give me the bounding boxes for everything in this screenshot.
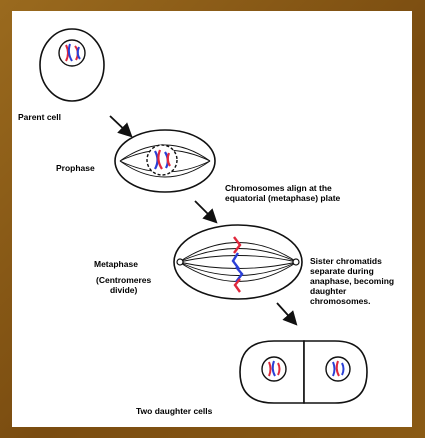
- label-parent-cell: Parent cell: [18, 112, 61, 122]
- label-chromosomes-align: Chromosomes align at the equatorial (met…: [225, 183, 340, 203]
- label-metaphase: Metaphase: [94, 259, 138, 269]
- parent-cell: [40, 29, 104, 101]
- left-centrosome: [177, 259, 183, 265]
- arrow-metaphase-to-daughters: [277, 303, 295, 323]
- diagram-drawing: [12, 11, 412, 427]
- arrow-parent-to-prophase: [110, 116, 130, 135]
- label-two-daughter-cells: Two daughter cells: [136, 406, 212, 416]
- mitosis-diagram: Parent cell Prophase Chromosomes align a…: [12, 11, 412, 427]
- label-centromeres-divide: (Centromeres divide): [96, 275, 151, 295]
- prophase-nucleus: [147, 145, 177, 175]
- prophase-cell: [115, 130, 215, 192]
- right-centrosome: [293, 259, 299, 265]
- left-daughter-nucleus: [262, 357, 286, 381]
- right-daughter-nucleus: [326, 357, 350, 381]
- arrow-prophase-to-metaphase: [195, 201, 215, 221]
- label-prophase: Prophase: [56, 163, 95, 173]
- daughter-cells: [240, 341, 367, 403]
- label-sister-chromatids: Sister chromatids separate during anapha…: [310, 256, 394, 306]
- parent-nucleus: [59, 40, 85, 66]
- metaphase-cell: [174, 225, 302, 299]
